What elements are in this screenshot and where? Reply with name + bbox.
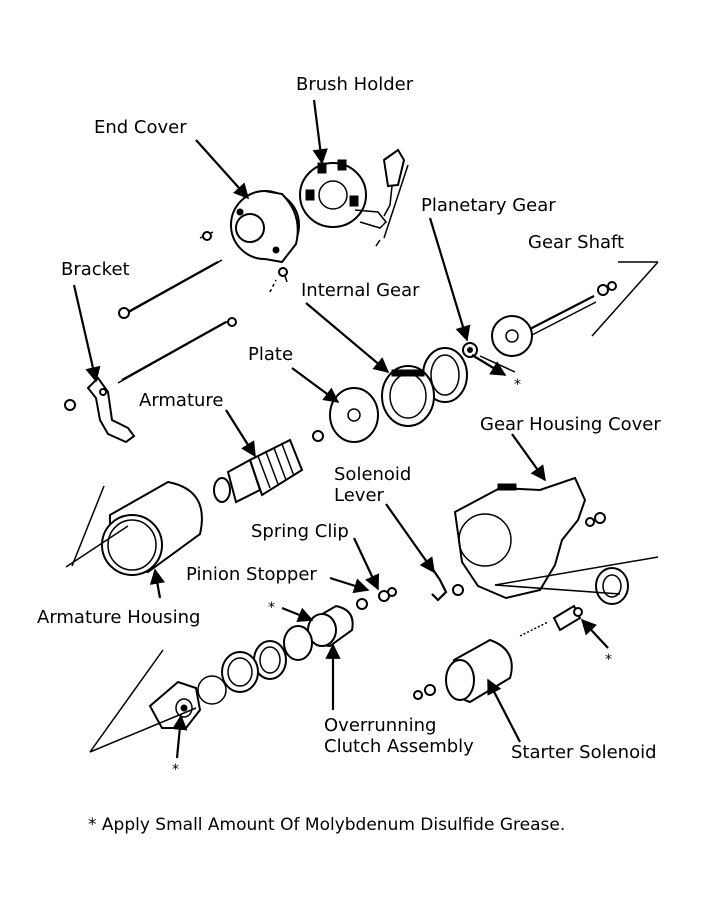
assembly-arrows: [65, 164, 659, 753]
bracket-part: [64, 376, 136, 444]
label-end-cover: End Cover: [94, 117, 187, 138]
footnote: * Apply Small Amount Of Molybdenum Disul…: [88, 815, 565, 835]
labels: Brush Holder End Cover Planetary Gear Ge…: [37, 74, 661, 763]
brush-holder-part: [299, 148, 406, 247]
label-overrunning: Overrunning: [324, 715, 436, 736]
bushing-part: [595, 567, 629, 605]
internal-gear-part: [381, 347, 468, 427]
drive-housing-part: [148, 680, 202, 729]
label-armature-housing: Armature Housing: [37, 607, 200, 628]
label-planetary-gear: Planetary Gear: [421, 195, 556, 216]
grease-marker-housing: *: [172, 762, 179, 778]
label-brush-holder: Brush Holder: [296, 74, 414, 95]
label-starter-solenoid: Starter Solenoid: [511, 742, 657, 763]
through-bolts: [117, 259, 277, 384]
overrunning-clutch-part: [307, 587, 397, 648]
label-armature: Armature: [139, 390, 224, 411]
starter-solenoid-part: [413, 638, 513, 704]
label-gear-shaft: Gear Shaft: [528, 232, 624, 253]
label-clutch-assembly: Clutch Assembly: [324, 736, 474, 757]
grease-marker-plunger: *: [605, 652, 612, 668]
rings-part: [197, 625, 313, 705]
planetary-gear-part: [462, 342, 478, 358]
gear-housing-cover-part: [453, 476, 606, 600]
label-pinion-stopper: Pinion Stopper: [186, 564, 317, 585]
label-solenoid: Solenoid: [334, 464, 411, 485]
armature-housing-part: [101, 480, 203, 576]
armature-part: [213, 438, 304, 504]
gear-shaft-part: [491, 281, 617, 357]
label-gear-housing-cover: Gear Housing Cover: [480, 414, 661, 435]
end-cover-screws: [199, 231, 288, 283]
grease-markers: * * * *: [172, 377, 612, 778]
label-bracket: Bracket: [61, 259, 130, 280]
grease-marker-planetary: *: [514, 377, 521, 393]
leader-lines: [72, 99, 609, 759]
end-cover-part: [230, 190, 300, 264]
label-lever: Lever: [334, 485, 385, 506]
solenoid-lever-part: [429, 564, 464, 602]
label-plate: Plate: [248, 344, 293, 365]
label-internal-gear: Internal Gear: [301, 280, 420, 301]
plunger-spring-part: [519, 604, 583, 637]
grease-marker-clutch: *: [268, 600, 275, 616]
label-spring-clip: Spring Clip: [251, 521, 349, 542]
plate-part: [312, 387, 379, 443]
